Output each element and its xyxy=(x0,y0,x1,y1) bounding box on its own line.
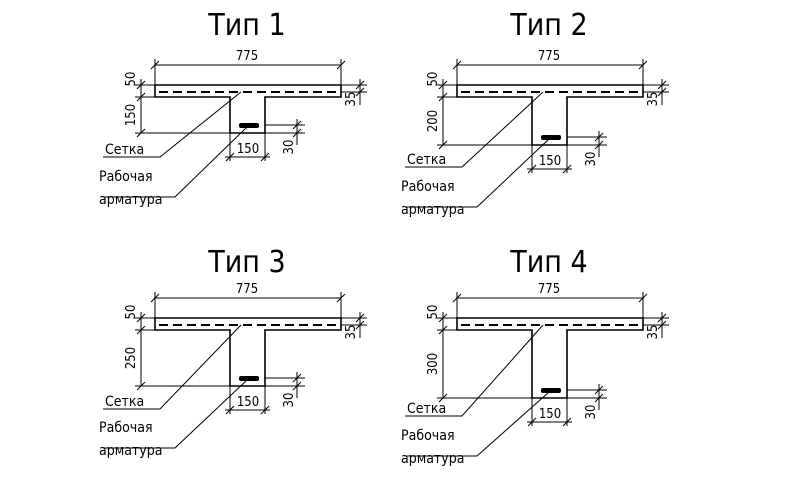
dim-right xyxy=(341,312,367,338)
diagram-type-2: Тип 2 775 50 200 xyxy=(401,8,669,218)
dim-rib-width-label: 150 xyxy=(539,407,561,422)
rebar-mark xyxy=(239,376,259,381)
dim-cover-bottom-label: 30 xyxy=(584,405,599,420)
dim-left xyxy=(437,79,532,150)
label-rebar-line1: Рабочая xyxy=(99,420,153,436)
dim-right xyxy=(341,79,367,105)
dim-flange-width xyxy=(452,59,648,85)
label-rebar-line2: арматура xyxy=(99,192,162,208)
dim-flange-thickness-label: 50 xyxy=(426,72,441,87)
dim-bottom xyxy=(527,131,607,174)
section-outline xyxy=(456,317,644,399)
dim-flange-width-label: 775 xyxy=(538,49,560,64)
label-rebar-line2: арматура xyxy=(99,443,162,459)
leader-lines xyxy=(103,91,248,198)
leader-lines xyxy=(405,324,550,457)
dim-rib-height-label: 200 xyxy=(426,110,441,132)
dim-flange-width xyxy=(452,292,648,318)
dim-flange-width-label: 775 xyxy=(538,282,560,297)
dim-flange-width-label: 775 xyxy=(236,49,258,64)
dim-cover-bottom-label: 30 xyxy=(282,140,297,155)
dim-flange-width xyxy=(150,59,346,85)
dim-cover-top-label: 35 xyxy=(344,325,359,340)
diagram-type-3: Тип 3 775 50 250 xyxy=(99,245,367,459)
label-mesh: Сетка xyxy=(105,142,144,158)
dim-cover-top-label: 35 xyxy=(344,92,359,107)
rebar-mark xyxy=(541,135,561,140)
rebar-mark xyxy=(239,123,259,128)
dim-rib-width-label: 150 xyxy=(237,142,259,157)
rebar-mark xyxy=(541,388,561,393)
dim-flange-thickness-label: 50 xyxy=(124,305,139,320)
dim-bottom xyxy=(225,119,305,162)
dim-flange-thickness-label: 50 xyxy=(426,305,441,320)
dim-cover-top-label: 35 xyxy=(646,92,661,107)
label-mesh: Сетка xyxy=(407,401,446,417)
diagram-title: Тип 4 xyxy=(509,245,587,280)
dim-rib-height-label: 250 xyxy=(124,347,139,369)
dim-bottom xyxy=(225,372,305,415)
dim-rib-height-label: 300 xyxy=(426,353,441,375)
dim-right xyxy=(643,79,669,105)
dim-rib-height-label: 150 xyxy=(124,104,139,126)
label-rebar-line1: Рабочая xyxy=(401,179,455,195)
label-rebar-line1: Рабочая xyxy=(99,169,153,185)
dim-cover-top-label: 35 xyxy=(646,325,661,340)
label-mesh: Сетка xyxy=(407,152,446,168)
dim-flange-width xyxy=(150,292,346,318)
label-rebar-line2: арматура xyxy=(401,202,464,218)
dim-flange-width-label: 775 xyxy=(236,282,258,297)
label-mesh: Сетка xyxy=(105,394,144,410)
dim-cover-bottom-label: 30 xyxy=(282,393,297,408)
dim-rib-width-label: 150 xyxy=(539,154,561,169)
label-rebar-line2: арматура xyxy=(401,451,464,467)
dim-flange-thickness-label: 50 xyxy=(124,72,139,87)
diagram-title: Тип 1 xyxy=(207,8,285,43)
leader-lines xyxy=(405,91,550,208)
leader-lines xyxy=(103,324,248,449)
dim-left xyxy=(437,312,532,403)
diagram-type-4: Тип 4 775 50 300 xyxy=(401,245,669,467)
section-outline xyxy=(154,317,342,387)
diagram-title: Тип 3 xyxy=(207,245,285,280)
dim-right xyxy=(643,312,669,338)
diagram-title: Тип 2 xyxy=(509,8,587,43)
diagram-type-1: Тип 1 775 50 150 xyxy=(99,8,367,208)
dim-rib-width-label: 150 xyxy=(237,395,259,410)
dim-left xyxy=(135,79,230,138)
label-rebar-line1: Рабочая xyxy=(401,428,455,444)
dim-bottom xyxy=(527,384,607,427)
dim-cover-bottom-label: 30 xyxy=(584,152,599,167)
